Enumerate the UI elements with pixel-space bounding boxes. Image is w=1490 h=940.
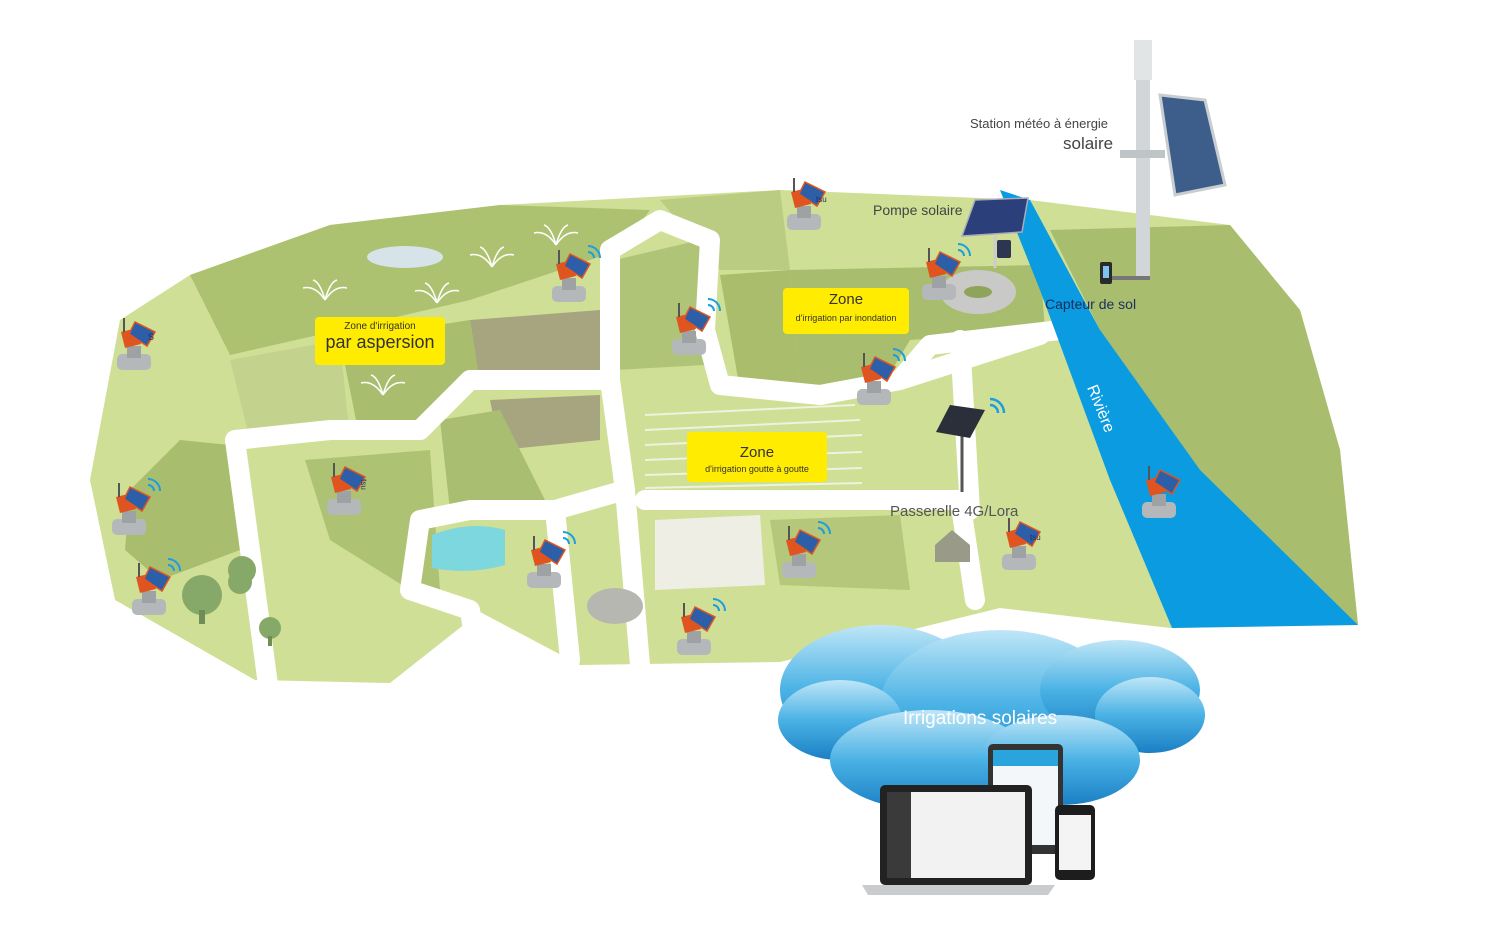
cloud (778, 625, 1205, 810)
solar-valve-icon (112, 478, 161, 535)
field (660, 190, 790, 270)
solar-valve-icon (552, 245, 601, 302)
soil-sensor-label: Capteur de sol (1045, 296, 1137, 312)
pond (432, 526, 505, 571)
solar-valve-icon (327, 463, 367, 515)
solar-valve-icon (857, 348, 906, 405)
field (470, 310, 600, 385)
field (190, 205, 650, 355)
weather-station (1100, 40, 1227, 284)
valve-tag: S (148, 332, 155, 342)
devices (862, 744, 1095, 895)
weather-station-label-2: solaire (1063, 134, 1114, 153)
field (440, 410, 545, 510)
solar-valve-icon (117, 318, 157, 370)
pond (367, 246, 443, 268)
river (1000, 190, 1358, 628)
zone-sprinkler-line2: par aspersion (325, 332, 435, 352)
solar-valve-icon (1142, 466, 1182, 518)
sprinklers (302, 224, 579, 396)
zone-drip-label: Zone d'irrigation goutte à goutte (687, 432, 827, 482)
field (720, 270, 800, 390)
zone-flood-line2: d'irrigation par inondation (795, 313, 897, 323)
field (1050, 225, 1358, 625)
rock (587, 588, 643, 624)
pivot-center (964, 286, 992, 298)
gateway-label: Passerelle 4G/Lora (890, 503, 1019, 520)
cloud-title: Irrigations solaires (903, 708, 1058, 729)
zone-drip-line2: d'irrigation goutte à goutte (705, 464, 809, 474)
weather-station-label: Station météo à énergie (970, 116, 1109, 131)
field (490, 395, 600, 450)
roads (225, 210, 1070, 710)
valve-tag: tsu (358, 479, 368, 490)
field (655, 515, 765, 590)
solar-valve-icon (787, 178, 827, 230)
field (125, 440, 240, 580)
solar-valve-icon (132, 558, 181, 615)
house (935, 530, 970, 562)
gateway (936, 397, 1006, 492)
solar-valve-icon (782, 521, 831, 578)
valve-tag: tsu (1030, 533, 1041, 542)
field (230, 340, 350, 440)
solar-valve-icon (1002, 518, 1042, 570)
trees (182, 556, 281, 646)
solar-pump-label: Pompe solaire (873, 202, 963, 218)
zone-flood-label: Zone d'irrigation par inondation (783, 288, 909, 334)
solar-valve-icon (527, 531, 576, 588)
valve-tag: tsu (816, 195, 827, 204)
solar-valve-icon (672, 298, 721, 355)
solar-valve-icon (677, 598, 726, 655)
zone-sprinkler-line1: Zone d'irrigation (344, 321, 416, 332)
solar-pump (960, 197, 1029, 268)
zone-flood-line1: Zone (828, 291, 864, 308)
solar-valve-icon (922, 243, 971, 300)
zone-sprinkler-label: Zone d'irrigation par aspersion (315, 317, 445, 365)
zone-drip-line1: Zone (739, 444, 775, 461)
